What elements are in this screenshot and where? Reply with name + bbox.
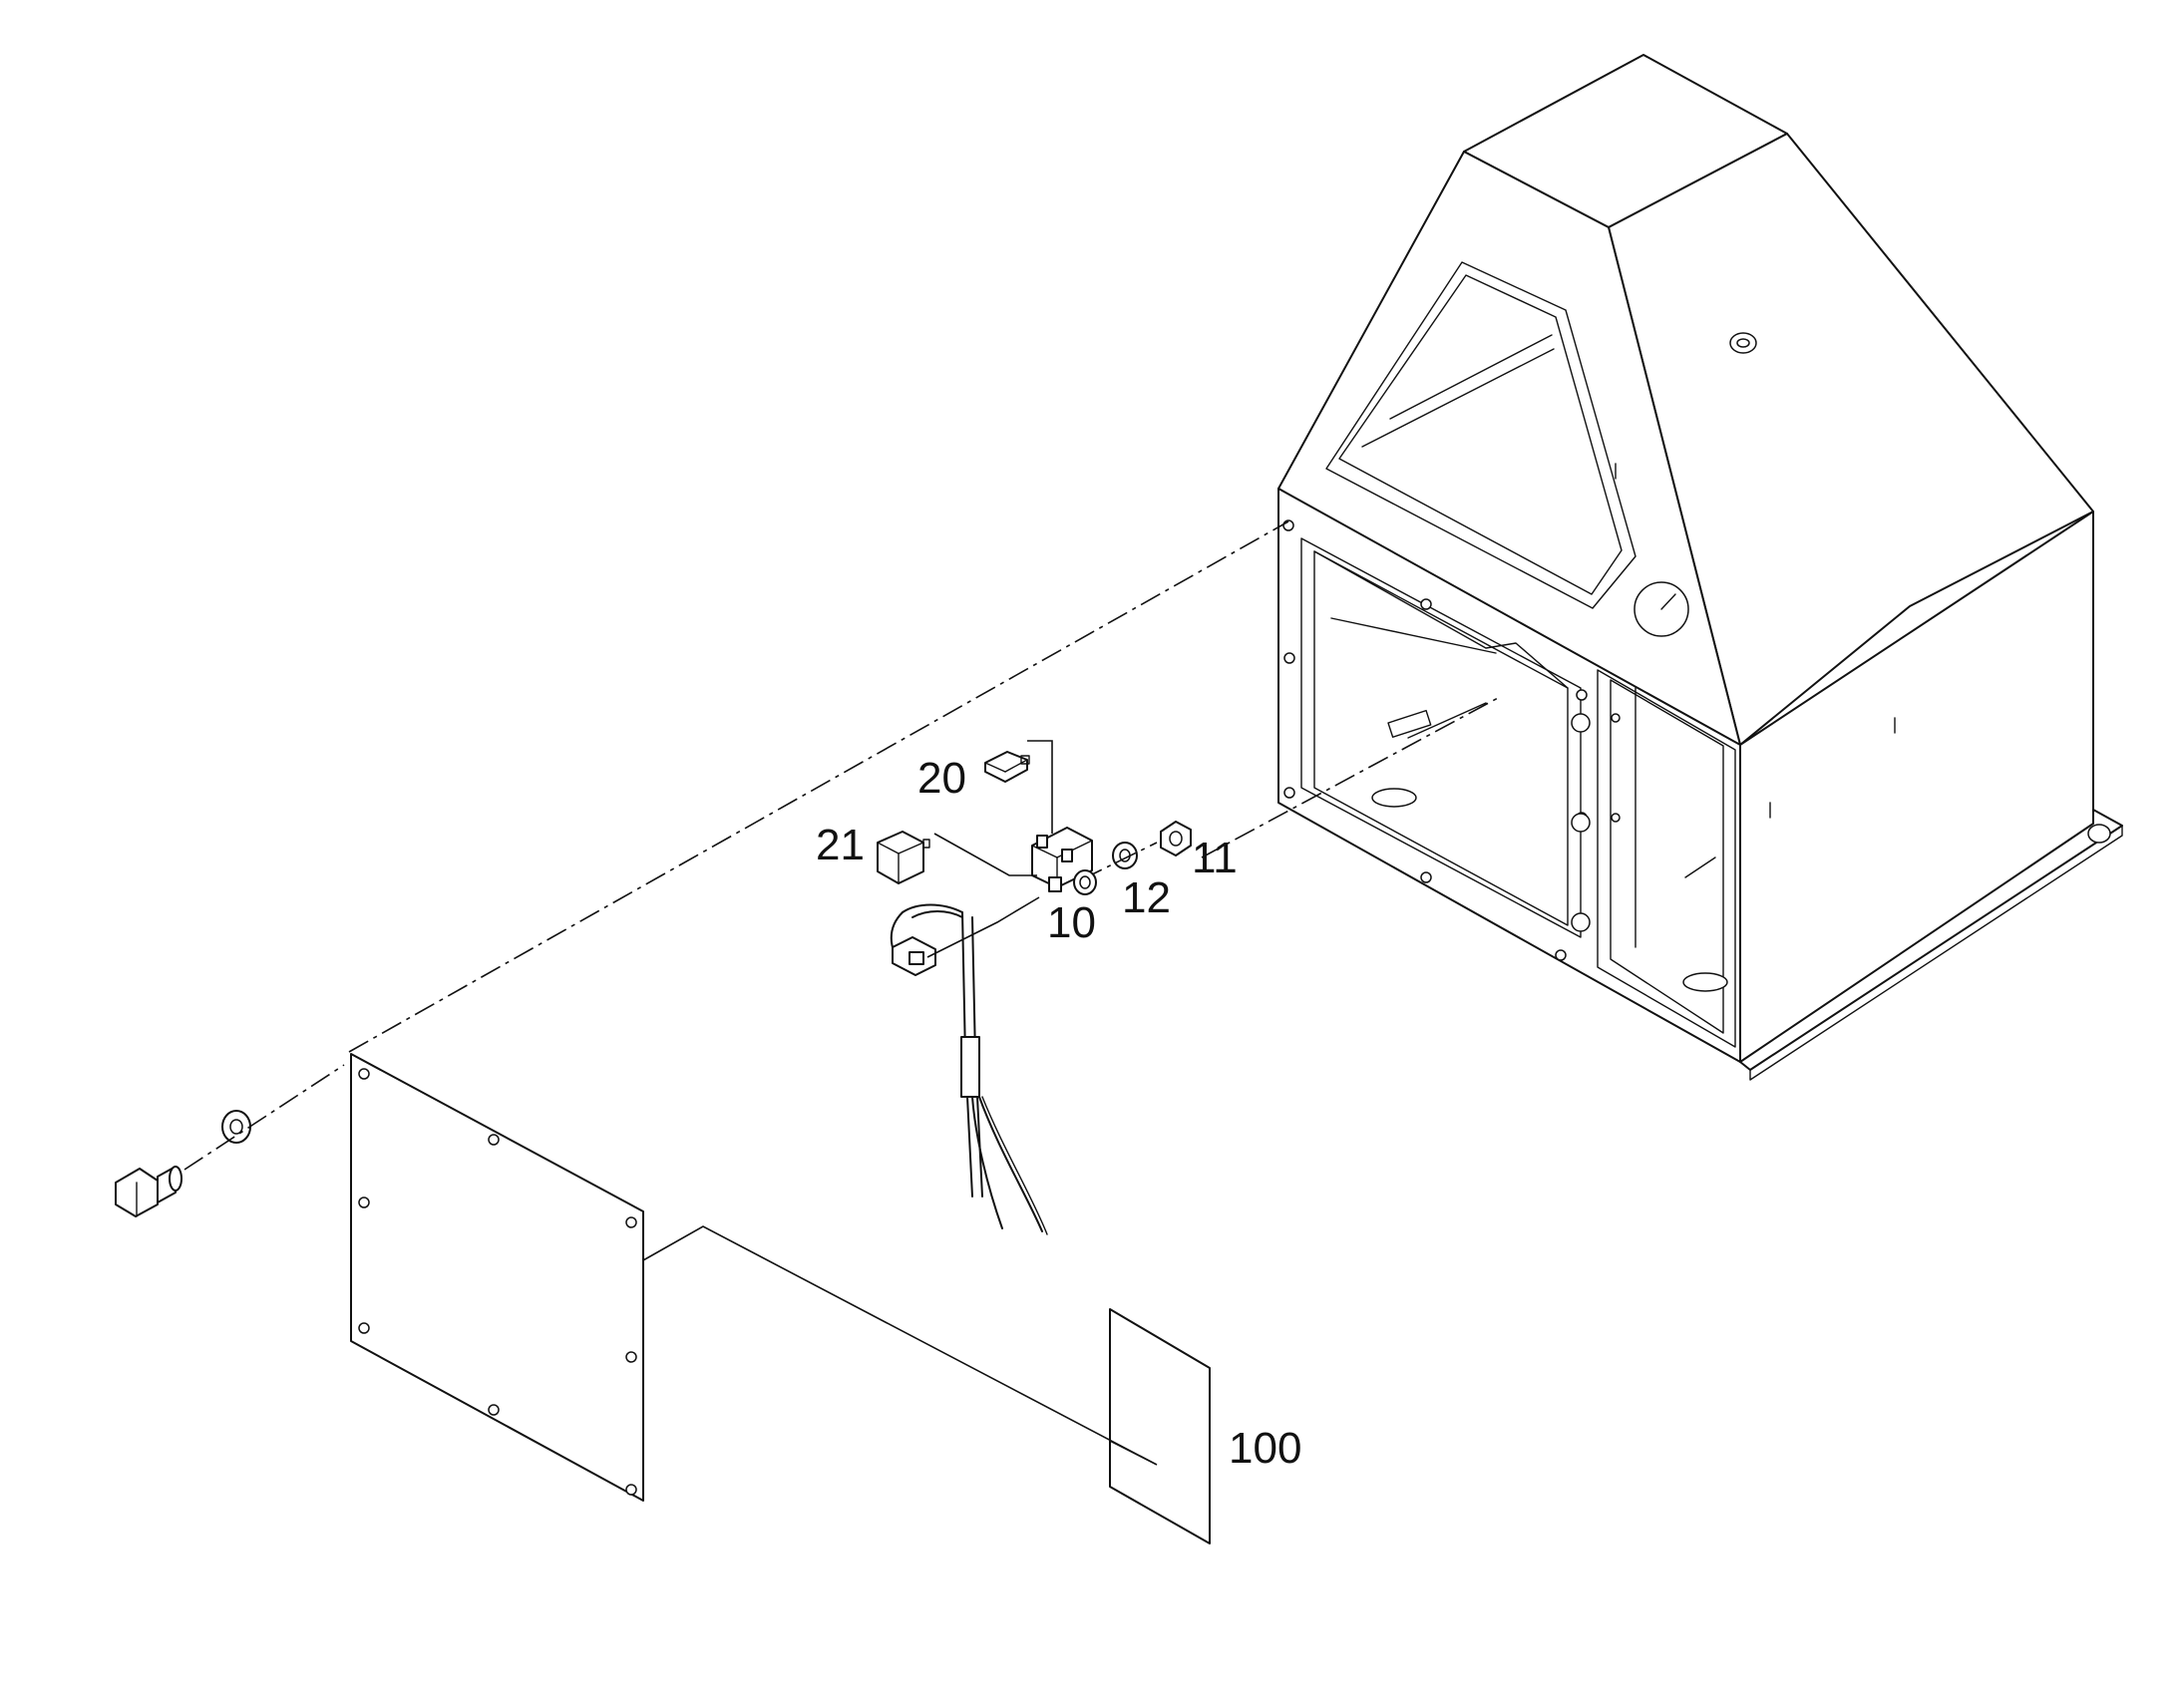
switch-assembly <box>1031 827 1097 895</box>
relay <box>877 831 930 884</box>
wire-harness <box>890 903 1048 1235</box>
fuse <box>984 751 1030 783</box>
label-sheet <box>1109 1308 1211 1544</box>
callout-11: 11 <box>1192 834 1238 882</box>
flat-washer-left <box>221 1110 251 1144</box>
leader-lines <box>642 740 1158 1466</box>
hex-nut <box>1160 821 1192 856</box>
callout-12: 12 <box>1122 873 1171 922</box>
housing-enclosure <box>1277 54 2123 1081</box>
callout-20: 20 <box>917 754 966 803</box>
alignment-centerlines <box>183 520 1499 1171</box>
callout-10: 10 <box>1047 898 1096 947</box>
callout-100: 100 <box>1229 1424 1301 1473</box>
washer <box>1112 842 1138 869</box>
callout-21: 21 <box>816 821 865 869</box>
hex-bolt <box>115 1166 182 1217</box>
cover-plate <box>350 1053 644 1502</box>
